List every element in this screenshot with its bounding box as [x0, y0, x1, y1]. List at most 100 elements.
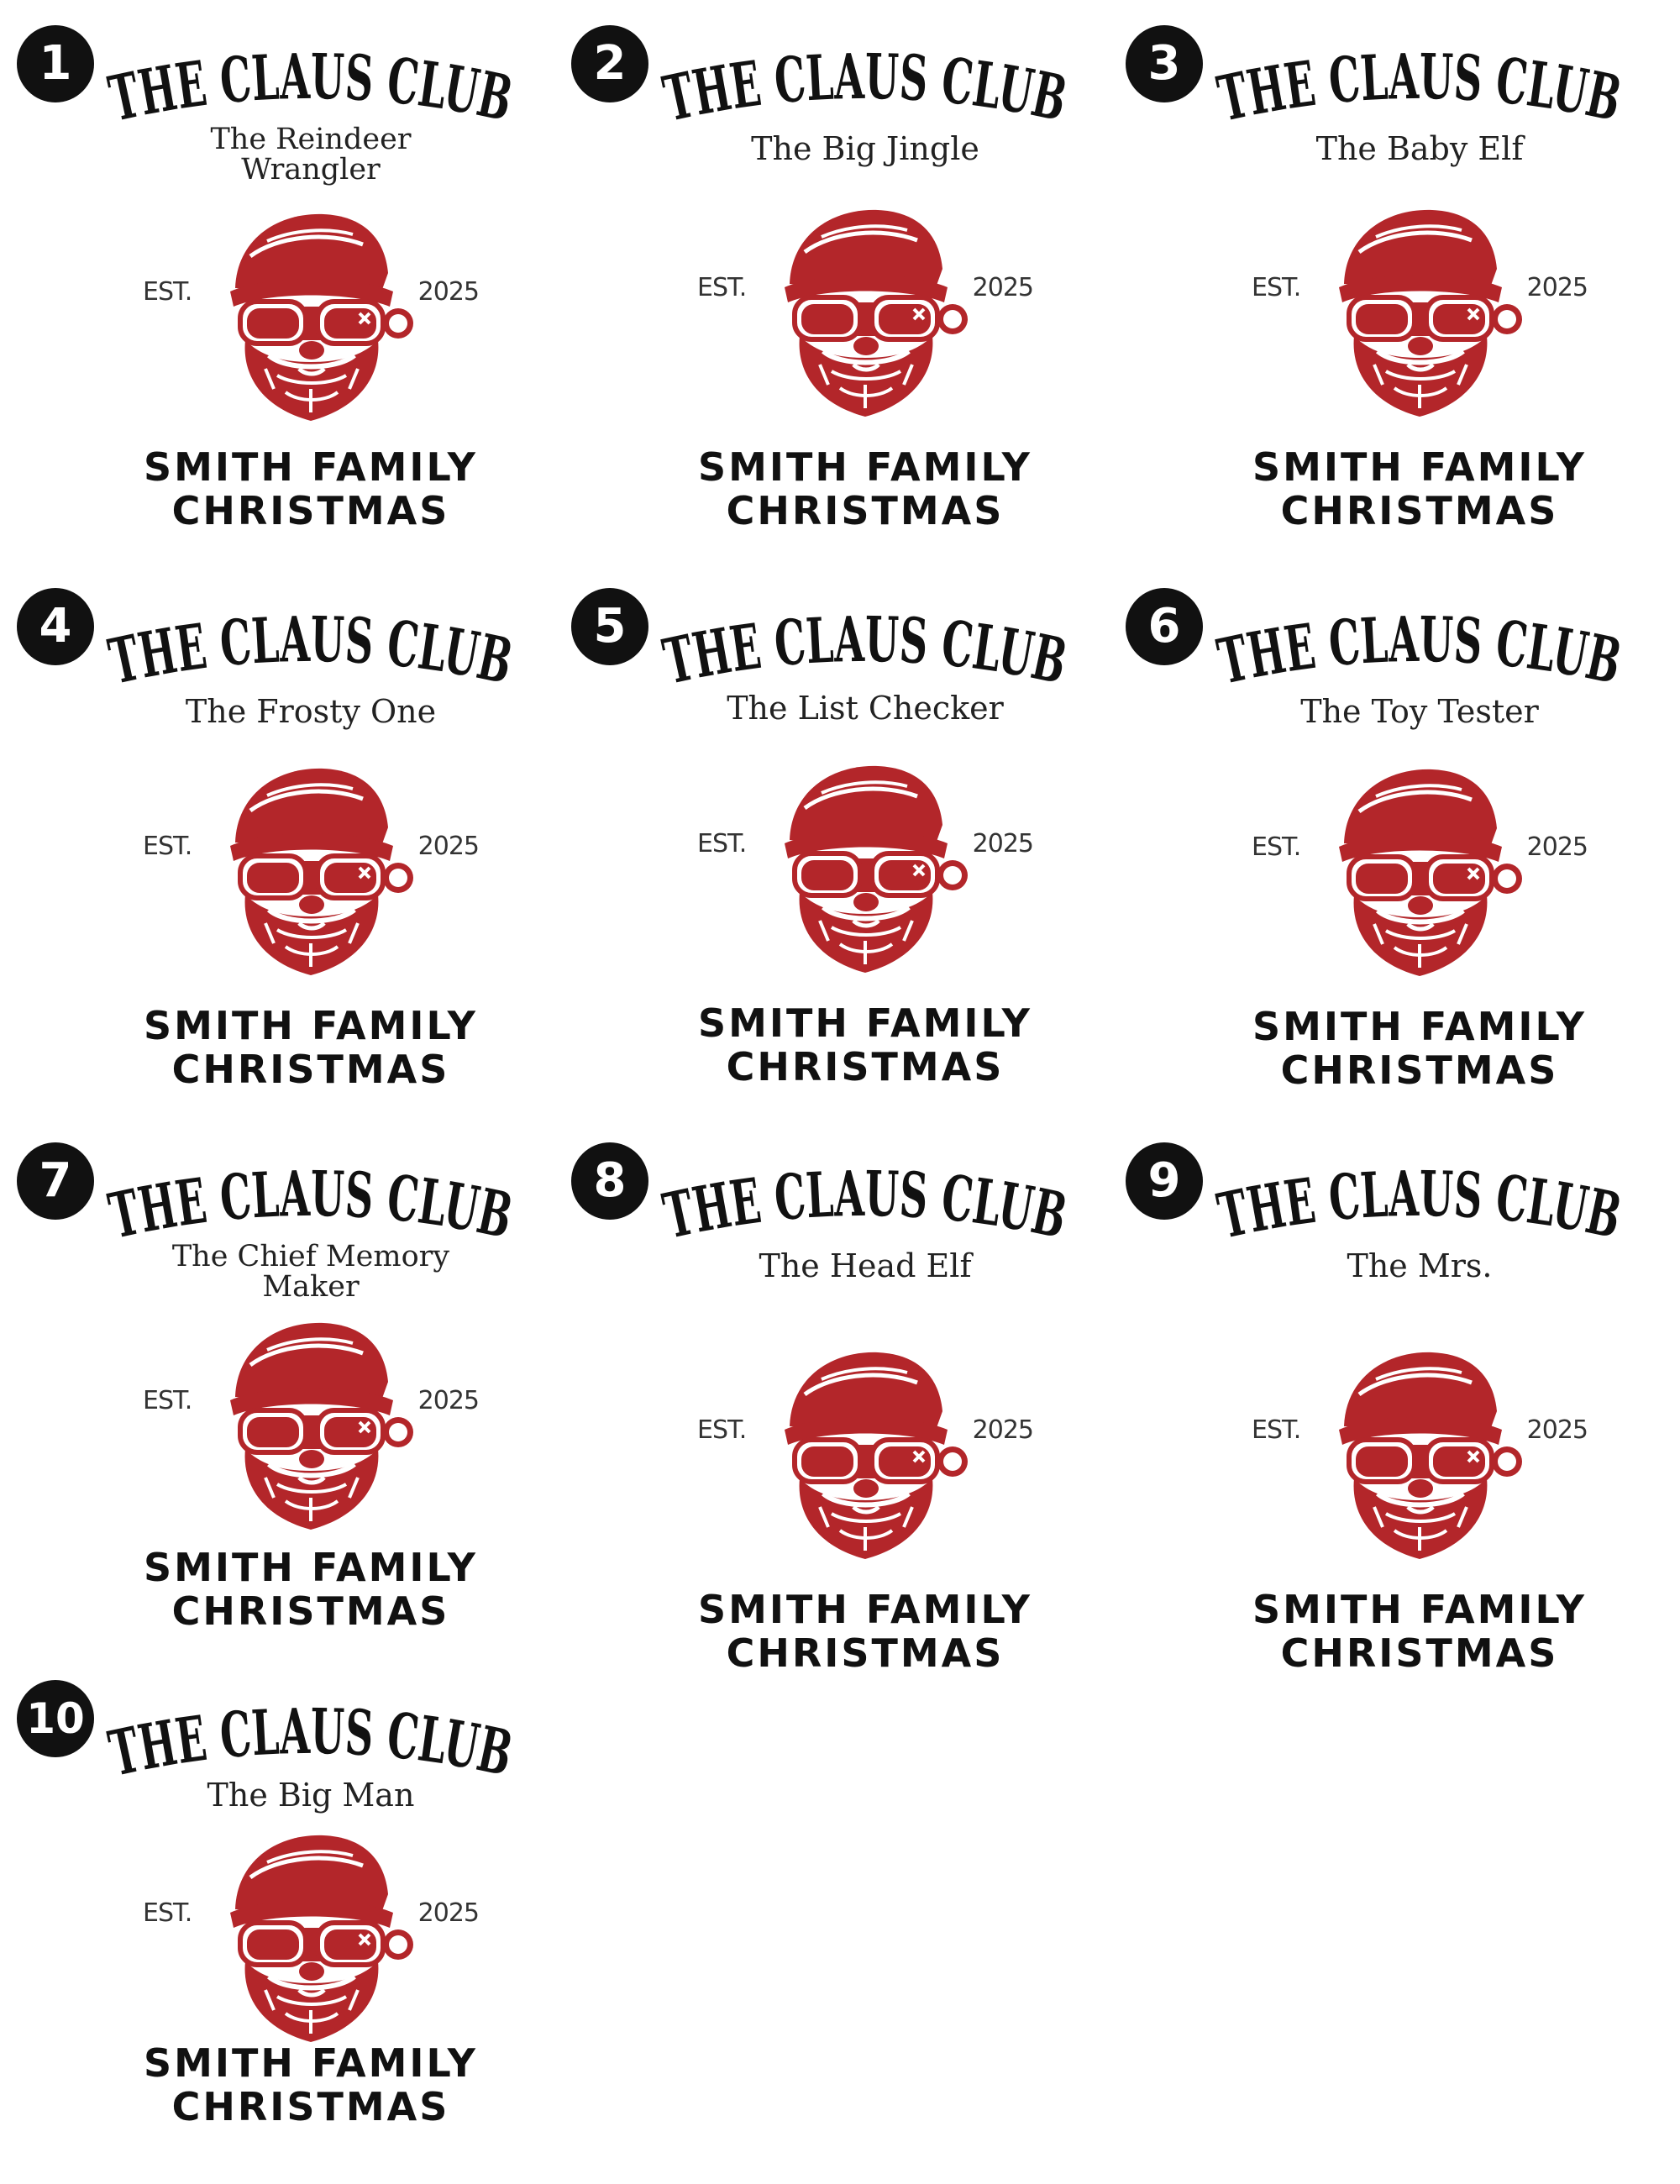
family-line-2: CHRISTMAS: [171, 1047, 450, 1092]
est-label: EST.: [1252, 832, 1301, 862]
club-title: THE CLAUS CLUB: [1210, 1158, 1630, 1253]
svg-text:THE CLAUS CLUB: THE CLAUS CLUB: [658, 604, 1073, 699]
santa-with-sunglasses-icon: [230, 213, 413, 421]
design-number-badge: 6: [1126, 588, 1203, 665]
santa-with-sunglasses-icon: [1339, 769, 1522, 976]
year-label: 2025: [417, 1386, 480, 1415]
svg-text:THE CLAUS CLUB: THE CLAUS CLUB: [1212, 41, 1627, 136]
family-name: SMITH FAMILY CHRISTMAS: [101, 2041, 521, 2129]
family-line-2: CHRISTMAS: [1280, 488, 1559, 533]
family-name: SMITH FAMILY CHRISTMAS: [655, 1001, 1075, 1089]
design-card: 10 THE CLAUS CLUB The Big Man EST. 2025: [17, 1680, 521, 2184]
year-label: 2025: [1526, 832, 1588, 862]
year-label: 2025: [417, 1898, 480, 1928]
family-line-1: SMITH FAMILY: [697, 1587, 1032, 1632]
est-label: EST.: [143, 832, 192, 861]
club-title: THE CLAUS CLUB: [655, 1158, 1075, 1253]
family-name: SMITH FAMILY CHRISTMAS: [101, 445, 521, 533]
svg-text:THE CLAUS CLUB: THE CLAUS CLUB: [1212, 604, 1627, 699]
family-name: SMITH FAMILY CHRISTMAS: [1210, 445, 1630, 533]
family-line-2: CHRISTMAS: [726, 1630, 1005, 1676]
santa-with-sunglasses-icon: [785, 1352, 968, 1559]
santa-emblem: EST. 2025: [1252, 753, 1588, 979]
santa-emblem: EST. 2025: [697, 193, 1034, 420]
family-name: SMITH FAMILY CHRISTMAS: [101, 1004, 521, 1091]
family-line-2: CHRISTMAS: [726, 1044, 1005, 1089]
family-name: SMITH FAMILY CHRISTMAS: [1210, 1005, 1630, 1092]
design-number-badge: 1: [17, 25, 94, 102]
est-label: EST.: [697, 273, 747, 302]
member-title: The List Checker: [727, 690, 1004, 727]
est-label: EST.: [143, 277, 192, 307]
club-title: THE CLAUS CLUB: [1210, 40, 1630, 136]
member-title: The Toy Tester: [1300, 693, 1539, 730]
design-number-badge: 8: [571, 1142, 648, 1220]
svg-text:THE CLAUS CLUB: THE CLAUS CLUB: [103, 1158, 518, 1253]
year-label: 2025: [1526, 1415, 1588, 1445]
member-title: The Baby Elf: [1315, 130, 1524, 167]
design-number-badge: 10: [17, 1680, 94, 1757]
year-label: 2025: [972, 273, 1034, 302]
family-line-1: SMITH FAMILY: [143, 1003, 478, 1048]
est-label: EST.: [1252, 273, 1301, 302]
design-card: 2 THE CLAUS CLUB The Big Jingle EST. 202…: [571, 25, 1075, 533]
design-card: 5 THE CLAUS CLUB The List Checker EST. 2…: [571, 588, 1075, 1092]
member-title: The Head Elf: [759, 1247, 972, 1284]
design-number-badge: 9: [1126, 1142, 1203, 1220]
santa-with-sunglasses-icon: [230, 768, 413, 975]
family-line-1: SMITH FAMILY: [697, 444, 1032, 490]
family-line-1: SMITH FAMILY: [1252, 444, 1587, 490]
santa-emblem: EST. 2025: [143, 197, 480, 424]
family-line-1: SMITH FAMILY: [143, 1545, 478, 1590]
santa-emblem: EST. 2025: [143, 752, 480, 979]
family-name: SMITH FAMILY CHRISTMAS: [101, 1546, 521, 1633]
santa-emblem: EST. 2025: [143, 1306, 480, 1533]
design-number-badge: 2: [571, 25, 648, 102]
family-line-2: CHRISTMAS: [171, 2084, 450, 2129]
family-line-1: SMITH FAMILY: [1252, 1004, 1587, 1049]
design-card: 8 THE CLAUS CLUB The Head Elf EST. 2025: [571, 1142, 1075, 1675]
member-title: The Big Man: [207, 1777, 415, 1814]
club-title: THE CLAUS CLUB: [101, 1158, 521, 1253]
family-line-2: CHRISTMAS: [726, 488, 1005, 533]
design-card: 3 THE CLAUS CLUB The Baby Elf EST. 2025: [1126, 25, 1630, 533]
year-label: 2025: [1526, 273, 1588, 302]
member-title: The Mrs.: [1347, 1247, 1493, 1284]
family-line-2: CHRISTMAS: [1280, 1630, 1559, 1676]
santa-emblem: EST. 2025: [697, 1336, 1034, 1562]
svg-text:THE CLAUS CLUB: THE CLAUS CLUB: [103, 41, 518, 136]
club-title: THE CLAUS CLUB: [101, 1695, 521, 1791]
est-label: EST.: [143, 1386, 192, 1415]
year-label: 2025: [972, 829, 1034, 858]
year-label: 2025: [417, 832, 480, 861]
santa-emblem: EST. 2025: [697, 749, 1034, 976]
family-line-1: SMITH FAMILY: [143, 444, 478, 490]
svg-text:THE CLAUS CLUB: THE CLAUS CLUB: [103, 604, 518, 699]
design-number-badge: 3: [1126, 25, 1203, 102]
santa-emblem: EST. 2025: [1252, 1336, 1588, 1562]
family-line-2: CHRISTMAS: [171, 1588, 450, 1634]
svg-text:THE CLAUS CLUB: THE CLAUS CLUB: [658, 1158, 1073, 1253]
santa-with-sunglasses-icon: [230, 1322, 413, 1530]
design-card: 9 THE CLAUS CLUB The Mrs. EST. 2025: [1126, 1142, 1630, 1675]
member-title: The Big Jingle: [751, 130, 979, 167]
santa-emblem: EST. 2025: [143, 1819, 480, 2045]
club-title: THE CLAUS CLUB: [655, 40, 1075, 136]
santa-with-sunglasses-icon: [1339, 1352, 1522, 1559]
svg-text:THE CLAUS CLUB: THE CLAUS CLUB: [1212, 1158, 1627, 1253]
family-line-1: SMITH FAMILY: [143, 2040, 478, 2086]
family-name: SMITH FAMILY CHRISTMAS: [655, 445, 1075, 533]
design-card: 6 THE CLAUS CLUB The Toy Tester EST. 202…: [1126, 588, 1630, 1092]
family-name: SMITH FAMILY CHRISTMAS: [1210, 1588, 1630, 1675]
est-label: EST.: [697, 829, 747, 858]
family-name: SMITH FAMILY CHRISTMAS: [655, 1588, 1075, 1675]
est-label: EST.: [697, 1415, 747, 1445]
member-title: The Frosty One: [185, 693, 437, 730]
santa-with-sunglasses-icon: [230, 1835, 413, 2042]
santa-with-sunglasses-icon: [785, 765, 968, 973]
design-number-badge: 5: [571, 588, 648, 665]
svg-text:THE CLAUS CLUB: THE CLAUS CLUB: [658, 41, 1073, 136]
